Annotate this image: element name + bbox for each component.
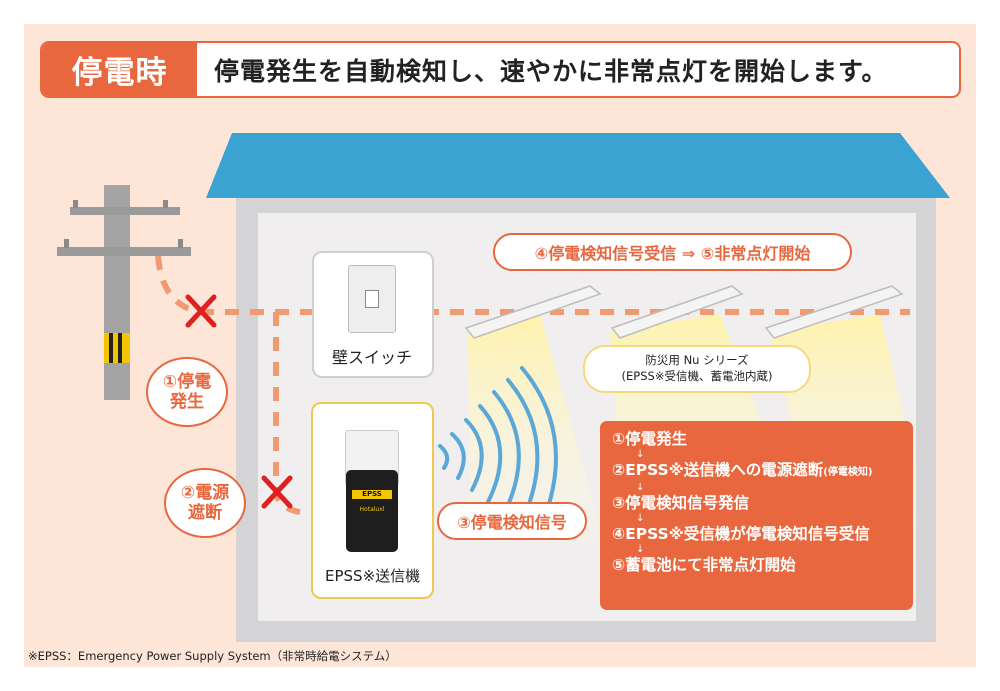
device-brand: EPSS — [352, 490, 392, 499]
transmitter-label: EPSS※送信機 — [325, 567, 421, 585]
light-fixture-1 — [464, 285, 602, 339]
step-5-text: ⑤蓄電池にて非常点灯開始 — [612, 556, 796, 574]
wall-switch-label: 壁スイッチ — [332, 348, 413, 367]
footnote: ※EPSS：Emergency Power Supply System（非常時給… — [28, 649, 397, 663]
outage-line-2: 発生 — [170, 392, 204, 412]
house-roof — [206, 133, 950, 198]
signal-pill: ③停電検知信号 — [437, 502, 587, 540]
light-glow-1 — [468, 314, 606, 545]
pole-crossarm-bottom — [57, 247, 191, 256]
step-5: ⑤蓄電池にて非常点灯開始 — [612, 555, 913, 576]
transmitter-card: EPSS Hotaluxl EPSS※送信機 — [311, 402, 434, 599]
step-arrow-icon: ↓ — [636, 482, 645, 493]
power-line-drop — [155, 255, 201, 315]
light-fixtures — [464, 285, 904, 339]
step-4: ④EPSS※受信機が停電検知信号受信 — [612, 524, 913, 545]
steps-box: ①停電発生 ↓ ②EPSS※送信機への電源遮断(停電検知) ↓ ③停電検知信号発… — [600, 421, 913, 610]
step-arrow-icon: ↓ — [636, 544, 645, 555]
series-line-2: (EPSS※受信機、蓄電池内蔵) — [621, 369, 773, 383]
utility-pole — [57, 185, 191, 400]
header-text: 停電発生を自動検知し、速やかに非常点灯を開始します。 — [214, 56, 888, 86]
switch-toggle — [365, 290, 379, 308]
header-banner: 停電時 停電発生を自動検知し、速やかに非常点灯を開始します。 — [40, 41, 961, 98]
cross-icon — [261, 475, 293, 509]
header-tag: 停電時 — [42, 43, 197, 96]
step-2-note: (停電検知) — [823, 467, 873, 478]
step-2: ②EPSS※送信機への電源遮断(停電検知) — [612, 460, 913, 483]
cutoff-bubble: ②電源 遮断 — [164, 468, 246, 538]
receive-pill: ④停電検知信号受信 ⇒ ⑤非常点灯開始 — [493, 233, 852, 271]
step-2-text: ②EPSS※送信機への電源遮断 — [612, 461, 824, 479]
insulator-2 — [163, 200, 168, 208]
insulator-1 — [73, 200, 78, 208]
outage-line-1: ①停電 — [162, 371, 212, 392]
cross-icon — [185, 294, 217, 328]
pole-stripe-1 — [109, 333, 113, 363]
cutoff-line-2: 遮断 — [188, 503, 222, 523]
pole-crossarm-top — [70, 207, 180, 215]
step-3-text: ③停電検知信号発信 — [612, 494, 750, 512]
step-arrow-icon: ↓ — [636, 513, 645, 524]
step-1: ①停電発生 — [612, 429, 913, 450]
step-arrow-icon: ↓ — [636, 449, 645, 460]
switch-plate — [348, 265, 396, 333]
light-fixture-2 — [610, 285, 744, 339]
step-1-text: ①停電発生 — [612, 430, 688, 448]
light-fixture-3 — [764, 285, 904, 339]
insulator-4 — [178, 239, 183, 248]
insulator-3 — [64, 239, 69, 248]
transmitter-device: EPSS Hotaluxl — [346, 470, 398, 552]
series-line-1: 防災用 Nu シリーズ — [645, 353, 749, 368]
pole-stripe-2 — [118, 333, 122, 363]
step-3: ③停電検知信号発信 — [612, 493, 913, 514]
pole-warning-band — [104, 333, 130, 363]
device-sub: Hotaluxl — [359, 506, 385, 513]
cutoff-line-1: ②電源 — [180, 482, 230, 503]
outage-bubble: ①停電 発生 — [146, 357, 228, 427]
wall-switch-card: 壁スイッチ — [312, 251, 434, 378]
step-4-text: ④EPSS※受信機が停電検知信号受信 — [612, 525, 870, 543]
series-label: 防災用 Nu シリーズ (EPSS※受信機、蓄電池内蔵) — [583, 345, 811, 393]
pole-shaft — [104, 185, 130, 400]
